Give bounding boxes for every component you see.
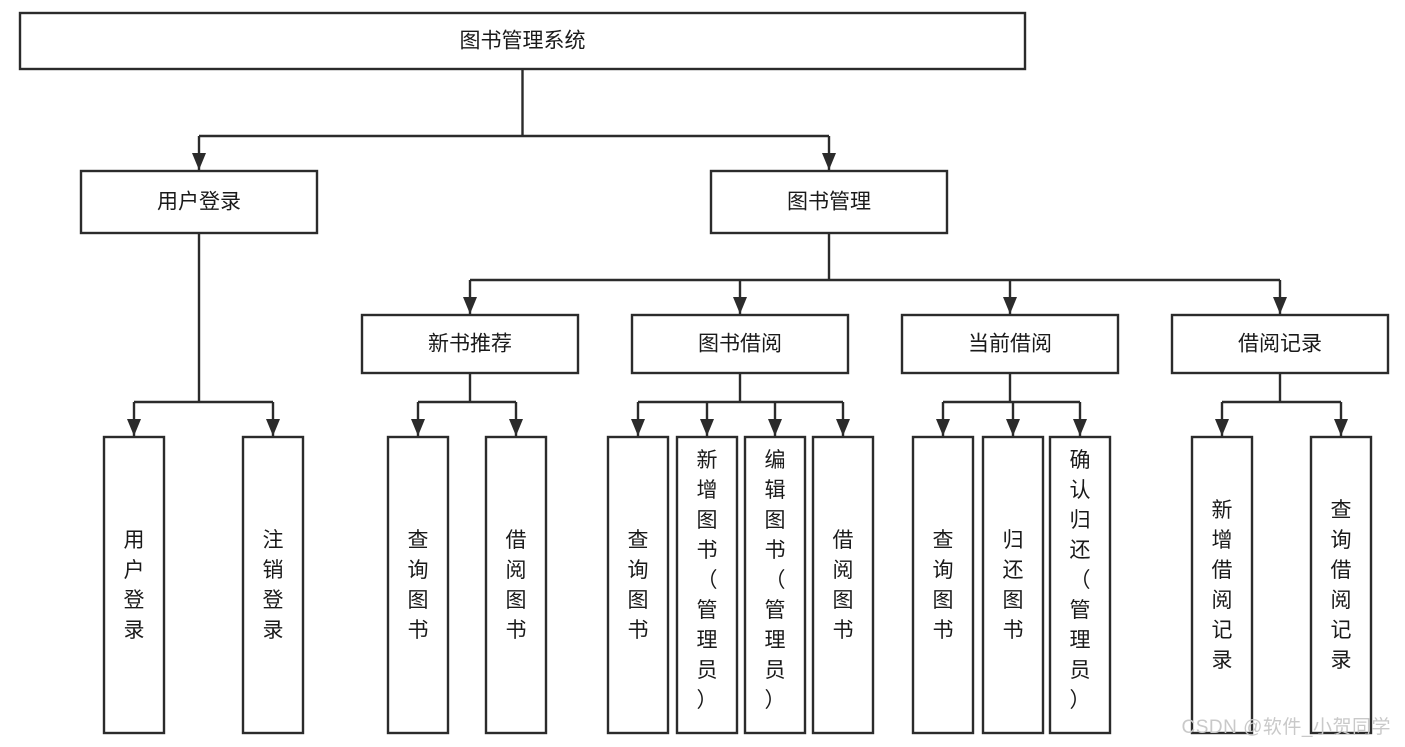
node-box — [386, 435, 450, 735]
node-leaf-edit-book[interactable]: 编辑图书（管理员） — [743, 435, 807, 735]
node-label: 归还图书 — [1003, 529, 1024, 642]
node-label: 确认归还（管理员） — [1070, 449, 1091, 712]
arrow-head-icon — [1006, 419, 1020, 436]
node-label: 图书管理系统 — [460, 30, 586, 53]
node-label: 查询图书 — [628, 529, 649, 642]
node-box — [606, 435, 670, 735]
node-label: 查询图书 — [933, 529, 954, 642]
arrow-head-icon — [127, 419, 141, 436]
arrow-head-icon — [411, 419, 425, 436]
node-label: 新书推荐 — [428, 333, 512, 356]
node-label: 编辑图书（管理员） — [765, 449, 786, 712]
node-leaf-confirm-return[interactable]: 确认归还（管理员） — [1048, 435, 1112, 735]
node-box — [18, 11, 1027, 71]
node-label: 查询图书 — [408, 529, 429, 642]
node-leaf-query-book-2[interactable]: 查询图书 — [606, 435, 670, 735]
node-root[interactable]: 图书管理系统 — [18, 11, 1027, 71]
node-label: 借阅记录 — [1238, 333, 1322, 356]
node-leaf-logout[interactable]: 注销登录 — [241, 435, 305, 735]
node-box — [900, 313, 1120, 375]
node-label: 新增图书（管理员） — [697, 449, 718, 712]
node-leaf-add-record[interactable]: 新增借阅记录 — [1190, 435, 1254, 735]
arrow-head-icon — [1073, 419, 1087, 436]
node-label: 新增借阅记录 — [1212, 499, 1233, 672]
arrow-head-icon — [768, 419, 782, 436]
node-label: 图书借阅 — [698, 333, 782, 356]
node-user-login[interactable]: 用户登录 — [79, 169, 319, 235]
node-box — [79, 169, 319, 235]
node-new-book-rec[interactable]: 新书推荐 — [360, 313, 580, 375]
node-label: 图书管理 — [787, 191, 871, 214]
arrow-head-icon — [509, 419, 523, 436]
node-borrow-record[interactable]: 借阅记录 — [1170, 313, 1390, 375]
node-box — [743, 435, 807, 735]
arrow-head-icon — [733, 297, 747, 314]
arrow-head-icon — [822, 153, 836, 170]
node-box — [484, 435, 548, 735]
node-leaf-query-record[interactable]: 查询借阅记录 — [1309, 435, 1373, 735]
node-box — [709, 169, 949, 235]
node-leaf-add-book[interactable]: 新增图书（管理员） — [675, 435, 739, 735]
node-box — [1048, 435, 1112, 735]
node-label: 借阅图书 — [506, 529, 527, 642]
node-label: 注销登录 — [263, 529, 284, 642]
node-box — [630, 313, 850, 375]
node-leaf-borrow-book-1[interactable]: 借阅图书 — [484, 435, 548, 735]
arrow-head-icon — [631, 419, 645, 436]
arrow-head-icon — [266, 419, 280, 436]
arrow-head-icon — [1003, 297, 1017, 314]
node-layer: 图书管理系统用户登录图书管理新书推荐图书借阅当前借阅借阅记录用户登录注销登录查询… — [18, 11, 1390, 735]
node-book-borrow[interactable]: 图书借阅 — [630, 313, 850, 375]
node-leaf-query-book-3[interactable]: 查询图书 — [911, 435, 975, 735]
node-label: 查询借阅记录 — [1331, 499, 1352, 672]
node-box — [360, 313, 580, 375]
node-box — [1309, 435, 1373, 735]
node-current-borrow[interactable]: 当前借阅 — [900, 313, 1120, 375]
node-box — [981, 435, 1045, 735]
node-leaf-return-book[interactable]: 归还图书 — [981, 435, 1045, 735]
arrow-head-icon — [1273, 297, 1287, 314]
node-box — [241, 435, 305, 735]
node-box — [911, 435, 975, 735]
node-book-manage[interactable]: 图书管理 — [709, 169, 949, 235]
node-label: 借阅图书 — [833, 529, 854, 642]
arrow-head-icon — [700, 419, 714, 436]
arrow-head-icon — [936, 419, 950, 436]
node-box — [811, 435, 875, 735]
node-leaf-query-book-1[interactable]: 查询图书 — [386, 435, 450, 735]
arrow-head-icon — [192, 153, 206, 170]
node-leaf-borrow-book-2[interactable]: 借阅图书 — [811, 435, 875, 735]
node-label: 当前借阅 — [968, 333, 1052, 356]
arrow-head-icon — [836, 419, 850, 436]
node-label: 用户登录 — [157, 191, 241, 214]
node-label: 用户登录 — [124, 529, 145, 642]
node-box — [1170, 313, 1390, 375]
node-box — [675, 435, 739, 735]
node-box — [1190, 435, 1254, 735]
arrow-head-icon — [463, 297, 477, 314]
node-box — [102, 435, 166, 735]
node-leaf-user-login[interactable]: 用户登录 — [102, 435, 166, 735]
edge-layer — [127, 69, 1348, 436]
arrow-head-icon — [1334, 419, 1348, 436]
arrow-head-icon — [1215, 419, 1229, 436]
